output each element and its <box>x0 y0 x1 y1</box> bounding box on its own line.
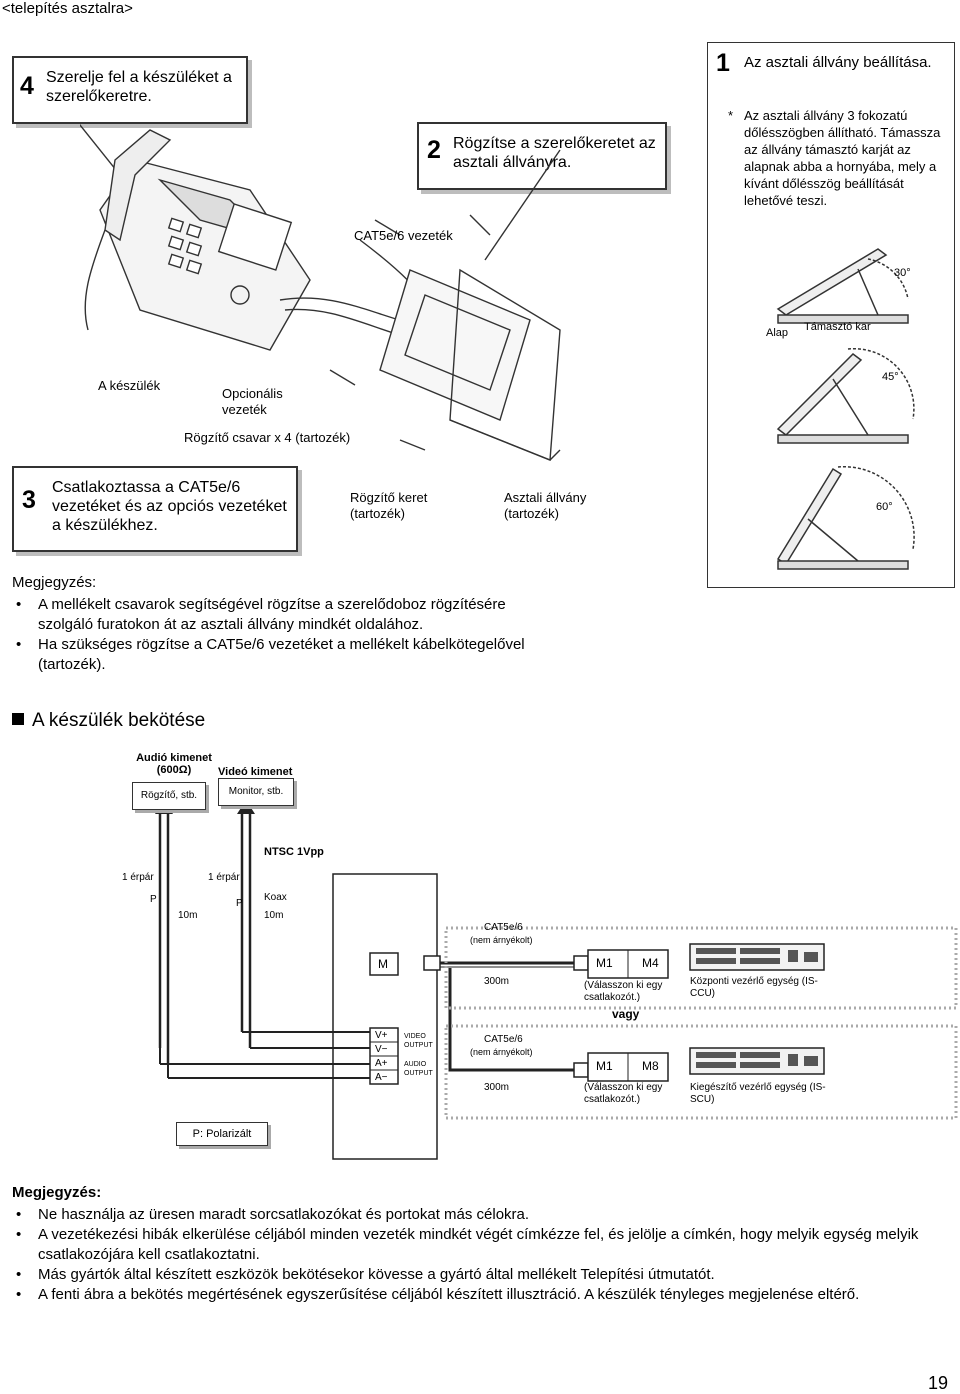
notes2-item: A fenti ábra a bekötés megértésének egys… <box>12 1285 952 1305</box>
page-number: 19 <box>927 1373 948 1393</box>
polarized-legend: P: Polarizált <box>176 1122 268 1146</box>
cat1-sub-label: (nem árnyékolt) <box>470 935 533 945</box>
section-title: A készülék bekötése <box>32 710 206 731</box>
monitor-box: Monitor, stb. <box>218 778 294 806</box>
ntsc-label: NTSC 1Vpp <box>264 846 324 858</box>
choose1-label: (Válasszon ki egy csatlakozót.) <box>584 980 663 1003</box>
length3-label: 300m <box>484 976 510 987</box>
device-mount-illustration <box>80 123 561 462</box>
coax-label: Koax <box>264 892 287 903</box>
step1-number: 1 <box>716 49 730 77</box>
notes2-item: A vezetékezési hibák elkerülése céljából… <box>12 1225 952 1265</box>
step1-note: Az asztali állvány 3 fokozatú dőlésszögb… <box>744 108 941 208</box>
notes2: Megjegyzés: Ne használja az üresen marad… <box>12 1184 952 1305</box>
step1-box: 1 Az asztali állvány beállítása. * Az as… <box>707 42 955 588</box>
m4-label: M4 <box>642 956 659 970</box>
cat1-label: CAT5e/6 <box>484 922 523 933</box>
length2-label: 10m <box>264 910 284 921</box>
or-label: vagy <box>612 1007 640 1021</box>
m1-ccu-label: M1 <box>596 956 613 970</box>
polarized2-label: P <box>236 898 243 909</box>
notes1-title: Megjegyzés: <box>12 574 97 591</box>
wiring-lines <box>155 800 958 1160</box>
length1-label: 10m <box>178 910 198 921</box>
notes1-item: Ha szükséges rögzítse a CAT5e/6 vezetéke… <box>12 635 552 675</box>
recorder-box: Rögzítő, stb. <box>132 782 206 810</box>
step3-text: Csatlakoztassa a CAT5e/6 vezetéket és az… <box>52 479 287 534</box>
video-output-terminal-label: VIDEO OUTPUT <box>404 1033 433 1049</box>
polarized1-label: P <box>150 894 157 905</box>
m8-label: M8 <box>642 1059 659 1073</box>
step3-callout: 3 Csatlakoztassa a CAT5e/6 vezetéket és … <box>12 466 298 552</box>
step2-callout: 2 Rögzítse a szerelőkeretet az asztali á… <box>417 122 667 190</box>
terminal-vminus: V− <box>375 1044 388 1055</box>
video-output-label: Videó kimenet <box>218 766 293 778</box>
ccu-label: Központi vezérlő egység (IS-CCU) <box>690 976 818 999</box>
m-port-label: M <box>378 957 388 971</box>
step1-note-mark: * <box>728 108 734 123</box>
m1-scu-label: M1 <box>596 1059 613 1073</box>
cable-label: CAT5e/6 vezeték <box>354 228 453 243</box>
section-heading: A készülék bekötése <box>12 710 205 732</box>
step4-text: Szerelje fel a készüléket a szerelőkeret… <box>46 69 232 105</box>
section-bullet-icon <box>12 712 24 725</box>
audio-output-label: Audió kimenet (600Ω) <box>136 752 212 776</box>
stand-angle-illustrations <box>776 248 915 570</box>
step2-text: Rögzítse a szerelőkeretet az asztali áll… <box>453 135 656 171</box>
notes2-item: Más gyártók által készített eszközök bek… <box>12 1265 952 1285</box>
optional-cable-label: Opcionális vezeték <box>222 386 283 417</box>
pair1-label: 1 érpár <box>122 872 154 883</box>
step4-callout: 4 Szerelje fel a készüléket a szerelőker… <box>12 56 248 124</box>
notes2-title: Megjegyzés: <box>12 1184 102 1201</box>
frame-label: Rögzítő keret (tartozék) <box>350 490 428 521</box>
angle-30-label: 30° <box>894 267 911 279</box>
wiring-diagram: Audió kimenet (600Ω) Videó kimenet Rögzí… <box>0 748 960 1168</box>
angle-60-label: 60° <box>876 501 893 513</box>
screws-label: Rögzítő csavar x 4 (tartozék) <box>184 430 351 445</box>
cat2-sub-label: (nem árnyékolt) <box>470 1047 533 1057</box>
angle-45-label: 45° <box>882 371 899 383</box>
length4-label: 300m <box>484 1082 510 1093</box>
notes1: Megjegyzés: A mellékelt csavarok segítsé… <box>12 574 552 675</box>
device-label: A készülék <box>98 378 161 393</box>
page-header: <telepítés asztalra> <box>2 0 133 17</box>
audio-output-terminal-label: AUDIO OUTPUT <box>404 1061 433 1077</box>
step3-number: 3 <box>22 486 36 514</box>
stand-label: Asztali állvány (tartozék) <box>504 490 587 521</box>
arm-label: Támasztó kar <box>804 321 871 333</box>
step4-number: 4 <box>20 72 34 100</box>
cat2-label: CAT5e/6 <box>484 1034 523 1045</box>
pair2-label: 1 érpár <box>208 872 240 883</box>
install-diagram: 1 Az asztali állvány beállítása. * Az as… <box>0 30 960 590</box>
terminal-aminus: A− <box>375 1072 388 1083</box>
choose2-label: (Válasszon ki egy csatlakozót.) <box>584 1082 663 1105</box>
step2-number: 2 <box>427 136 441 164</box>
terminal-vplus: V+ <box>375 1030 388 1041</box>
base-label: Alap <box>766 327 789 339</box>
notes2-item: Ne használja az üresen maradt sorcsatlak… <box>12 1205 952 1225</box>
terminal-aplus: A+ <box>375 1058 388 1069</box>
notes1-item: A mellékelt csavarok segítségével rögzít… <box>12 595 552 635</box>
step1-title: Az asztali állvány beállítása. <box>744 54 932 71</box>
scu-label: Kiegészítő vezérlő egység (IS-SCU) <box>690 1082 826 1105</box>
